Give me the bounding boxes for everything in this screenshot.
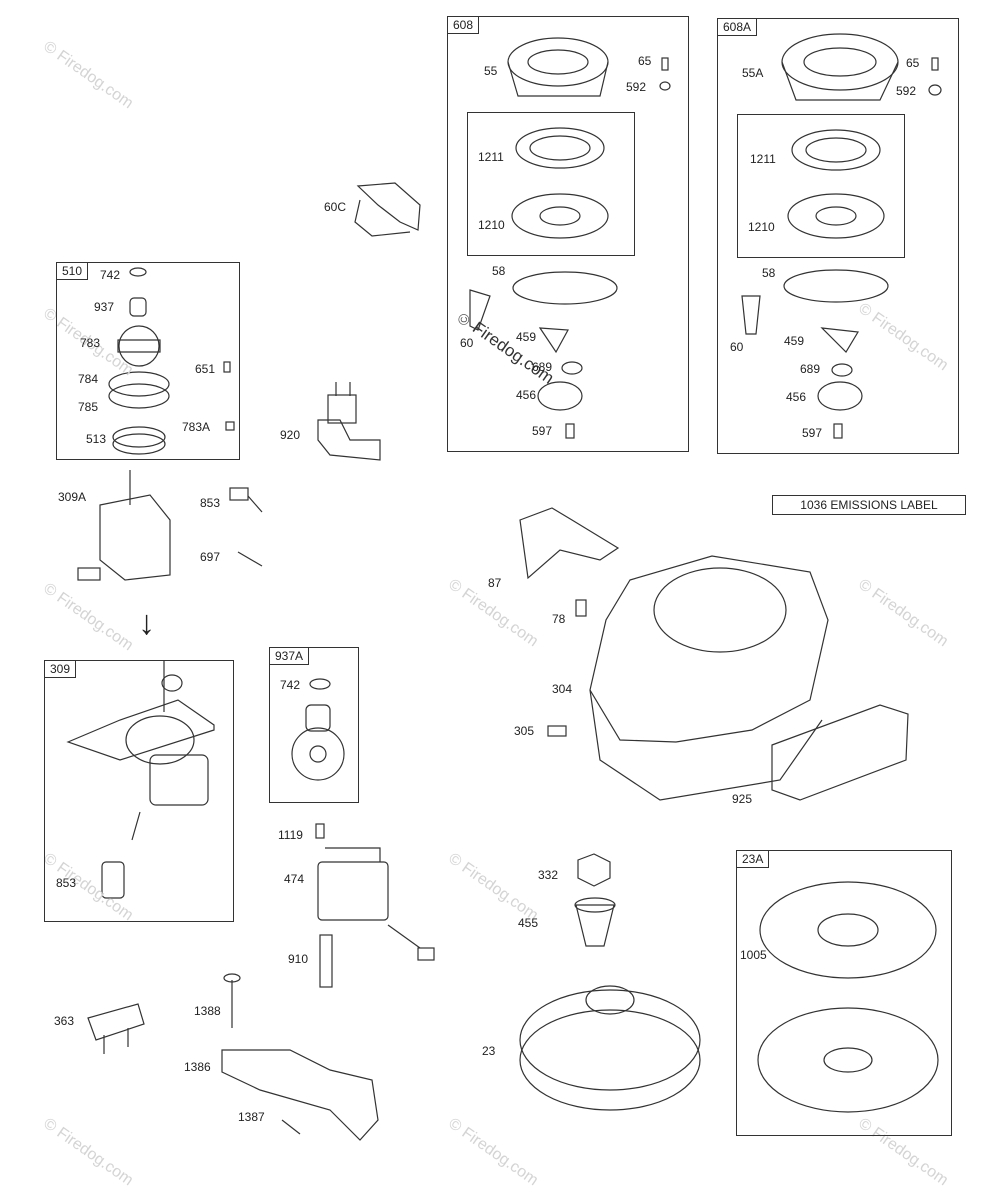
- group-subbox-608a: [737, 114, 905, 258]
- part-label-1387[interactable]: 1387: [238, 1110, 265, 1124]
- part-label-910[interactable]: 910: [288, 952, 309, 966]
- group-box-608: 608: [447, 16, 689, 452]
- part-label-60c[interactable]: 60C: [324, 200, 347, 214]
- part-label-853[interactable]: 853: [200, 496, 221, 510]
- part-label-742[interactable]: 742: [100, 268, 121, 282]
- part-label-78[interactable]: 78: [552, 612, 566, 626]
- part-label-58[interactable]: 58: [762, 266, 776, 280]
- part-label-689[interactable]: 689: [800, 362, 821, 376]
- group-box-937a: 937A: [269, 647, 359, 803]
- part-label-55a[interactable]: 55A: [742, 66, 764, 80]
- part-label-65[interactable]: 65: [638, 54, 652, 68]
- part-label-1210[interactable]: 1210: [748, 220, 775, 234]
- part-label-783a[interactable]: 783A: [182, 420, 211, 434]
- part-label-920[interactable]: 920: [280, 428, 301, 442]
- part-label-363[interactable]: 363: [54, 1014, 75, 1028]
- flywheel-23-drawing: [519, 853, 701, 1111]
- part-label-597[interactable]: 597: [532, 424, 553, 438]
- part-label-455[interactable]: 455: [518, 916, 539, 930]
- part-label-60[interactable]: 60: [460, 336, 474, 350]
- part-label-1211[interactable]: 1211: [478, 150, 504, 164]
- group-tag-309: 309: [44, 660, 77, 678]
- blower-housing-drawing: [519, 507, 909, 801]
- part-label-87[interactable]: 87: [488, 576, 502, 590]
- part-label-785[interactable]: 785: [78, 400, 99, 414]
- flywheel-23a-drawing: [757, 881, 939, 1113]
- part-label-1119[interactable]: 1119: [278, 828, 303, 842]
- part-label-784[interactable]: 784: [78, 372, 99, 386]
- part-label-937[interactable]: 937: [94, 300, 115, 314]
- part-label-304[interactable]: 304: [552, 682, 573, 696]
- part-label-65[interactable]: 65: [906, 56, 920, 70]
- part-label-1005[interactable]: 1005: [740, 948, 767, 962]
- part-label-783[interactable]: 783: [80, 336, 101, 350]
- part-label-1210[interactable]: 1210: [478, 218, 505, 232]
- part-label-23[interactable]: 23: [482, 1044, 496, 1058]
- part-label-332[interactable]: 332: [538, 868, 559, 882]
- starter-motor-309a-drawing: [77, 470, 263, 581]
- gear-937a-drawing: [291, 678, 345, 781]
- part-label-592[interactable]: 592: [896, 84, 917, 98]
- group-tag-23a: 23A: [736, 850, 770, 868]
- group-box-608a: 608A: [717, 18, 959, 454]
- brake-linkage-drawing: [87, 973, 379, 1141]
- arrow-down-icon: ↓: [138, 604, 155, 642]
- part-label-1388[interactable]: 1388: [194, 1004, 221, 1018]
- rewind-starter-608-drawing: [469, 37, 671, 439]
- part-label-651[interactable]: 651: [195, 362, 216, 376]
- emissions-label-box: 1036 EMISSIONS LABEL: [772, 495, 966, 515]
- part-label-305[interactable]: 305: [514, 724, 535, 738]
- part-label-459[interactable]: 459: [516, 330, 537, 344]
- part-label-456[interactable]: 456: [516, 388, 537, 402]
- ignition-armature-drawing: [315, 823, 435, 988]
- part-label-697[interactable]: 697: [200, 550, 221, 564]
- rewind-starter-608a-drawing: [741, 33, 942, 439]
- group-tag-608a: 608A: [717, 18, 758, 36]
- group-tag-608: 608: [447, 16, 480, 34]
- part-label-459[interactable]: 459: [784, 334, 805, 348]
- handle-60c-drawing: [354, 182, 421, 237]
- part-label-592[interactable]: 592: [626, 80, 647, 94]
- part-label-60[interactable]: 60: [730, 340, 744, 354]
- group-box-23a: 23A: [736, 850, 952, 1136]
- group-box-510: 510: [56, 262, 240, 460]
- starter-assembly-309-drawing: [66, 660, 215, 899]
- group-box-309: 309: [44, 660, 234, 922]
- part-label-597[interactable]: 597: [802, 426, 823, 440]
- group-tag-937a: 937A: [269, 647, 310, 665]
- solenoid-920-drawing: [317, 382, 381, 461]
- part-label-689[interactable]: 689: [532, 360, 553, 374]
- part-label-925[interactable]: 925: [732, 792, 753, 806]
- part-label-1386[interactable]: 1386: [184, 1060, 211, 1074]
- part-label-456[interactable]: 456: [786, 390, 807, 404]
- part-label-55[interactable]: 55: [484, 64, 498, 78]
- group-subbox-608: [467, 112, 635, 256]
- group-tag-510: 510: [56, 262, 89, 280]
- part-label-513[interactable]: 513: [86, 432, 107, 446]
- part-label-742[interactable]: 742: [280, 678, 301, 692]
- part-label-1211[interactable]: 1211: [750, 152, 776, 166]
- part-label-309a[interactable]: 309A: [58, 490, 87, 504]
- part-label-853[interactable]: 853: [56, 876, 77, 890]
- starter-gear-parts-drawing: [108, 267, 235, 455]
- part-label-474[interactable]: 474: [284, 872, 305, 886]
- part-label-58[interactable]: 58: [492, 264, 506, 278]
